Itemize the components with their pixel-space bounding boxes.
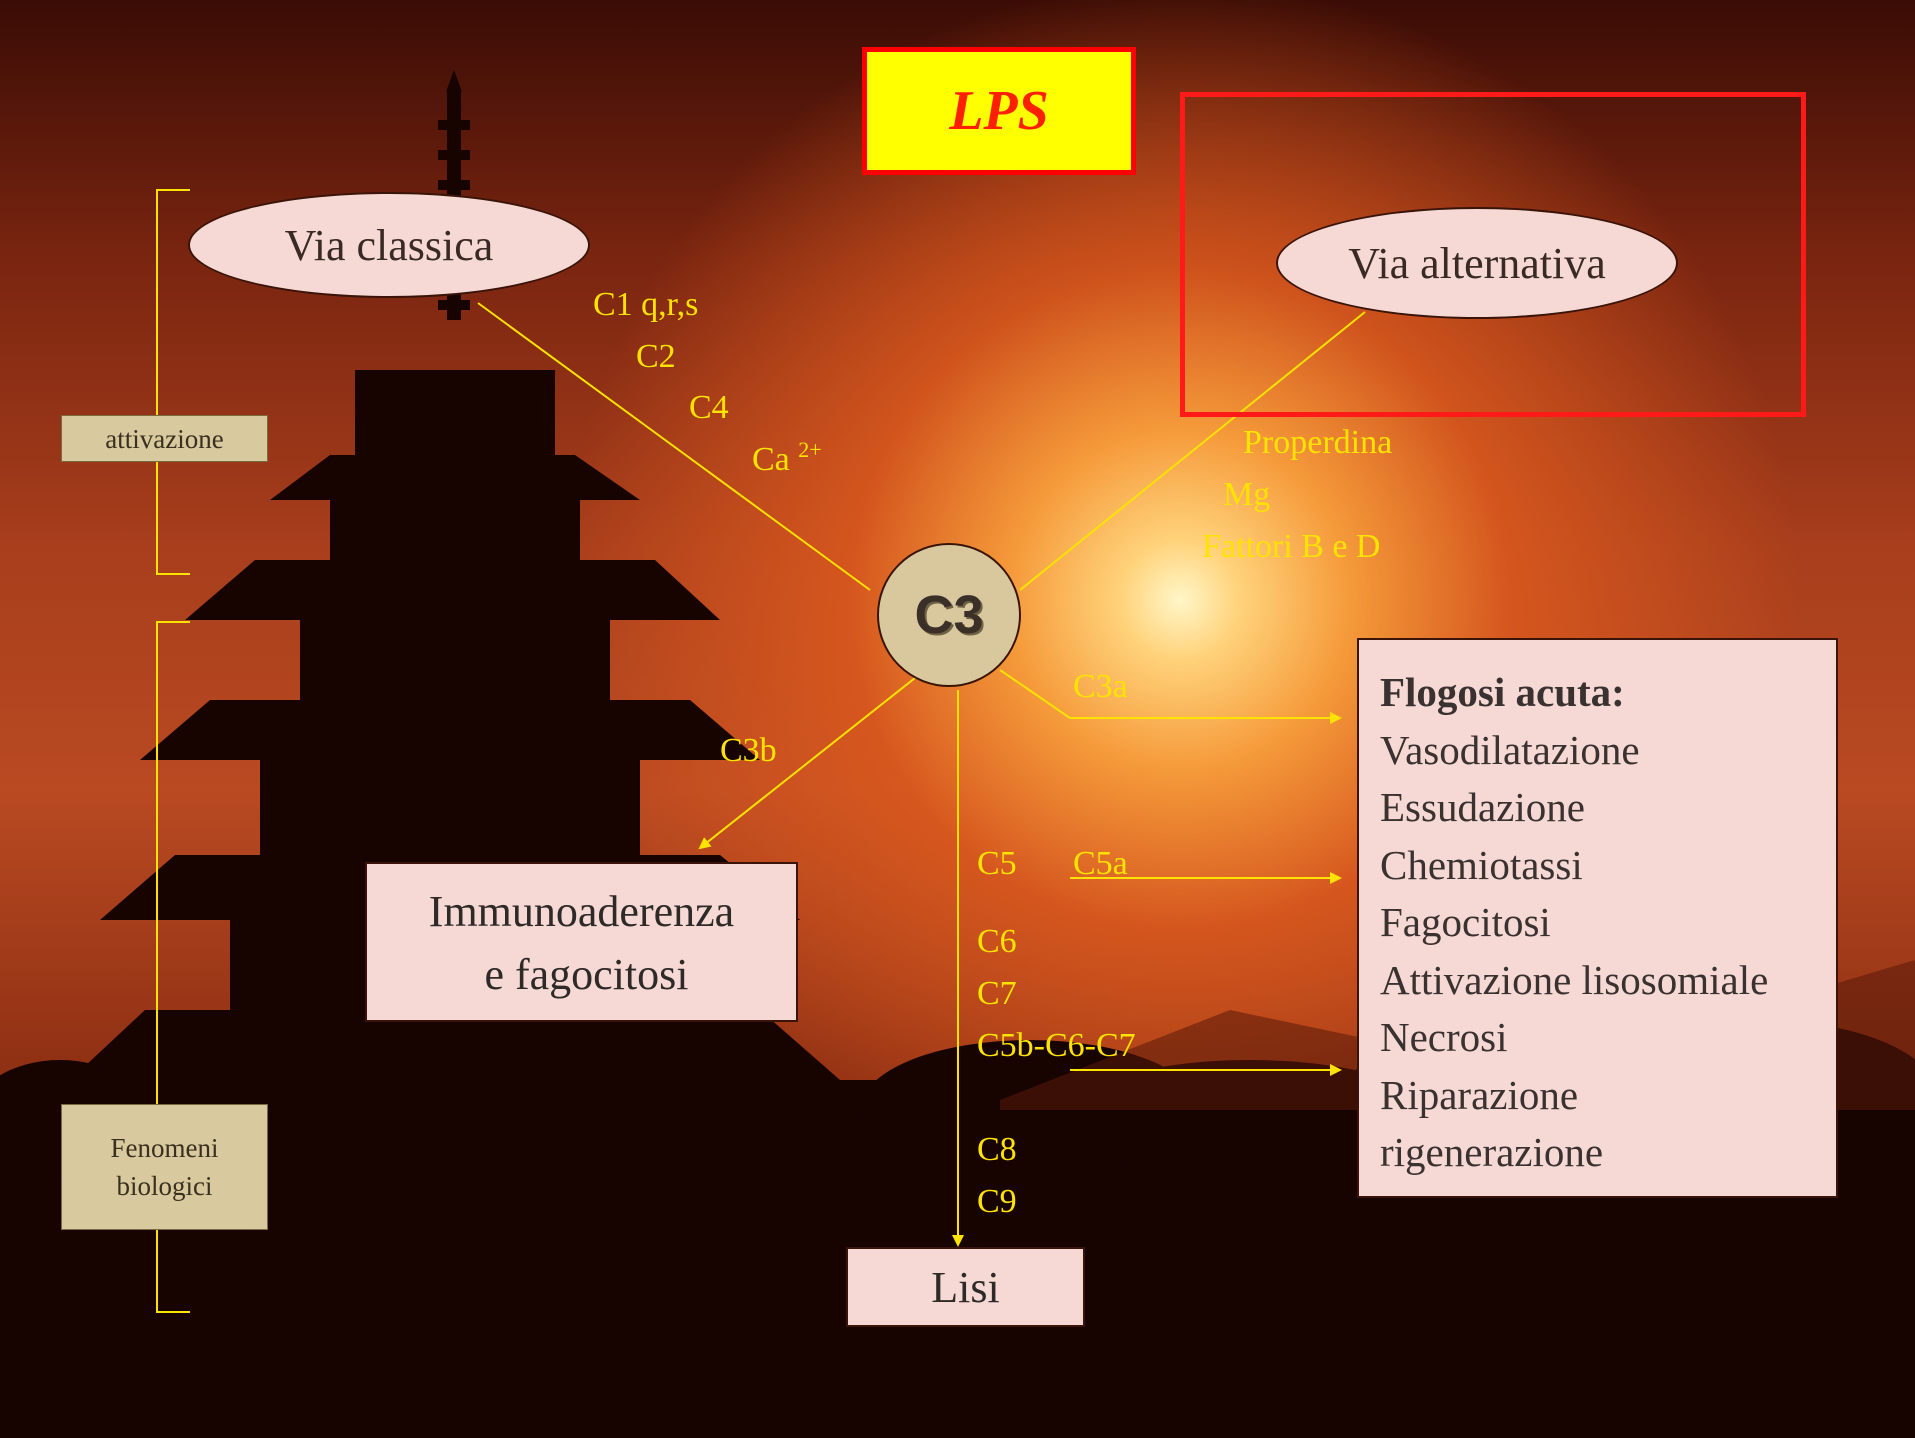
alternative-pathway-frame bbox=[1180, 92, 1806, 417]
lps-box: LPS bbox=[862, 47, 1136, 175]
via-alternativa-node: Via alternativa bbox=[1276, 207, 1678, 319]
flogosi-list: Vasodilatazione Essudazione Chemiotassi … bbox=[1380, 722, 1836, 1182]
flogosi-item: Chemiotassi bbox=[1380, 841, 1583, 888]
factor-c2: C2 bbox=[636, 338, 676, 375]
factor-properdina: Properdina bbox=[1243, 424, 1393, 461]
flogosi-item: Riparazione bbox=[1380, 1071, 1579, 1118]
c3b-arrow bbox=[698, 677, 916, 850]
immunoaderenza-line-2: e fagocitosi bbox=[484, 950, 689, 999]
attivazione-label: attivazione bbox=[105, 423, 224, 454]
lisi-label: Lisi bbox=[931, 1262, 1000, 1312]
flogosi-item: Fagocitosi bbox=[1380, 899, 1551, 945]
calcium-charge: 2+ bbox=[798, 437, 822, 462]
flogosi-title: Flogosi acuta: bbox=[1380, 669, 1625, 715]
flogosi-item: Necrosi bbox=[1380, 1014, 1508, 1060]
flogosi-item: Attivazione lisosomiale bbox=[1380, 956, 1769, 1003]
c7-label: C7 bbox=[977, 975, 1017, 1012]
fenomeni-label-line-1: Fenomeni bbox=[110, 1133, 219, 1163]
c3b-label: C3b bbox=[720, 732, 777, 769]
c3-node: C3 bbox=[877, 543, 1021, 687]
c8-label: C8 bbox=[977, 1131, 1017, 1168]
c5-label: C5 bbox=[977, 845, 1017, 882]
factor-calcium: Ca 2+ bbox=[752, 437, 822, 479]
flogosi-item: rigenerazione bbox=[1380, 1129, 1604, 1175]
c5a-label: C5a bbox=[1073, 845, 1128, 882]
flogosi-box: Flogosi acuta: Vasodilatazione Essudazio… bbox=[1357, 638, 1838, 1198]
fenomeni-label-box: Fenomeni biologici bbox=[61, 1104, 268, 1230]
c9-label: C9 bbox=[977, 1183, 1017, 1220]
immunoaderenza-line-1: Immunoaderenza bbox=[428, 887, 735, 936]
c3-label: C3 bbox=[914, 585, 984, 645]
factor-c1: C1 q,r,s bbox=[593, 286, 699, 323]
c6-label: C6 bbox=[977, 923, 1017, 960]
fenomeni-bracket bbox=[156, 621, 190, 1313]
attivazione-label-box: attivazione bbox=[61, 415, 268, 462]
calcium-base: Ca bbox=[752, 441, 790, 478]
alternative-line bbox=[1019, 311, 1366, 591]
lisi-box: Lisi bbox=[846, 1247, 1085, 1327]
via-classica-label: Via classica bbox=[284, 220, 494, 270]
factor-fattori-b-d: Fattori B e D bbox=[1202, 528, 1381, 565]
lps-label: LPS bbox=[949, 80, 1049, 142]
factor-mg: Mg bbox=[1223, 476, 1271, 513]
c3a-branch-line bbox=[999, 669, 1071, 719]
immunoaderenza-box: Immunoaderenza e fagocitosi bbox=[365, 862, 798, 1022]
c3a-label: C3a bbox=[1073, 668, 1128, 705]
attivazione-bracket bbox=[156, 189, 190, 575]
fenomeni-label-line-2: biologici bbox=[116, 1171, 213, 1201]
via-alternativa-label: Via alternativa bbox=[1348, 238, 1606, 288]
classical-line bbox=[477, 302, 871, 591]
c5b-c6-c7-label: C5b-C6-C7 bbox=[977, 1027, 1136, 1064]
flogosi-item: Essudazione bbox=[1380, 784, 1585, 830]
via-classica-node: Via classica bbox=[188, 192, 590, 298]
factor-c4: C4 bbox=[689, 389, 729, 426]
flogosi-item: Vasodilatazione bbox=[1380, 726, 1640, 773]
